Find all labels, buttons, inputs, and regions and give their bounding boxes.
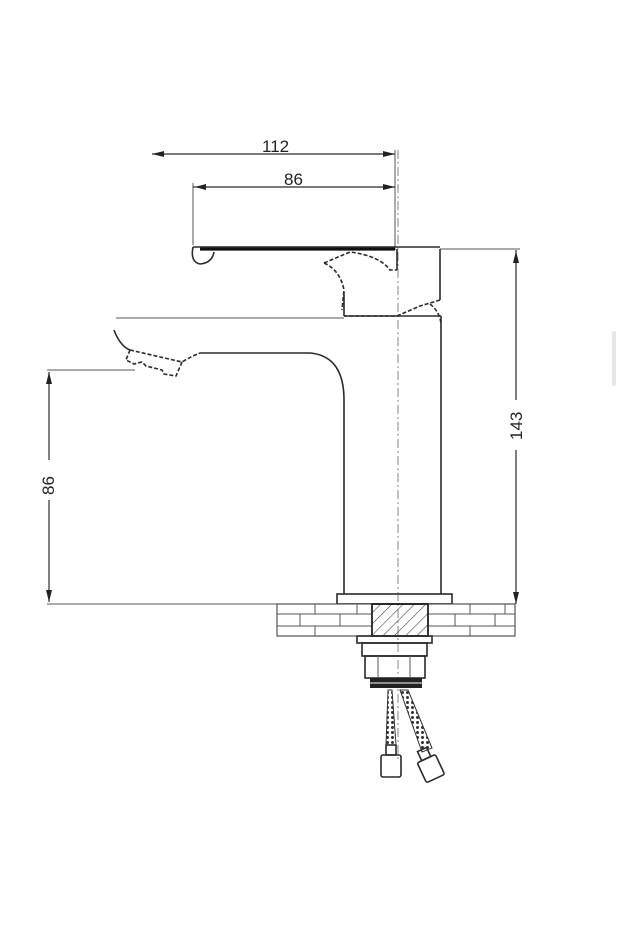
countertop-section bbox=[276, 603, 516, 637]
dimension-112: 112 bbox=[152, 137, 396, 250]
scrollbar[interactable] bbox=[612, 331, 616, 386]
base-flange bbox=[336, 593, 453, 605]
dimension-143: 143 bbox=[440, 248, 526, 604]
dimension-label-86-height: 86 bbox=[39, 476, 58, 495]
lever-handle bbox=[191, 246, 440, 311]
flex-hoses bbox=[380, 689, 445, 783]
faucet-body bbox=[116, 249, 442, 594]
mounting-nut bbox=[356, 635, 433, 688]
dimension-label-86-reach: 86 bbox=[284, 170, 303, 189]
spout bbox=[113, 329, 345, 401]
dimension-label-112: 112 bbox=[262, 137, 289, 156]
dimension-86-reach: 86 bbox=[192, 170, 395, 245]
dimension-label-143: 143 bbox=[507, 412, 526, 440]
dimension-86-height: 86 bbox=[39, 369, 340, 605]
